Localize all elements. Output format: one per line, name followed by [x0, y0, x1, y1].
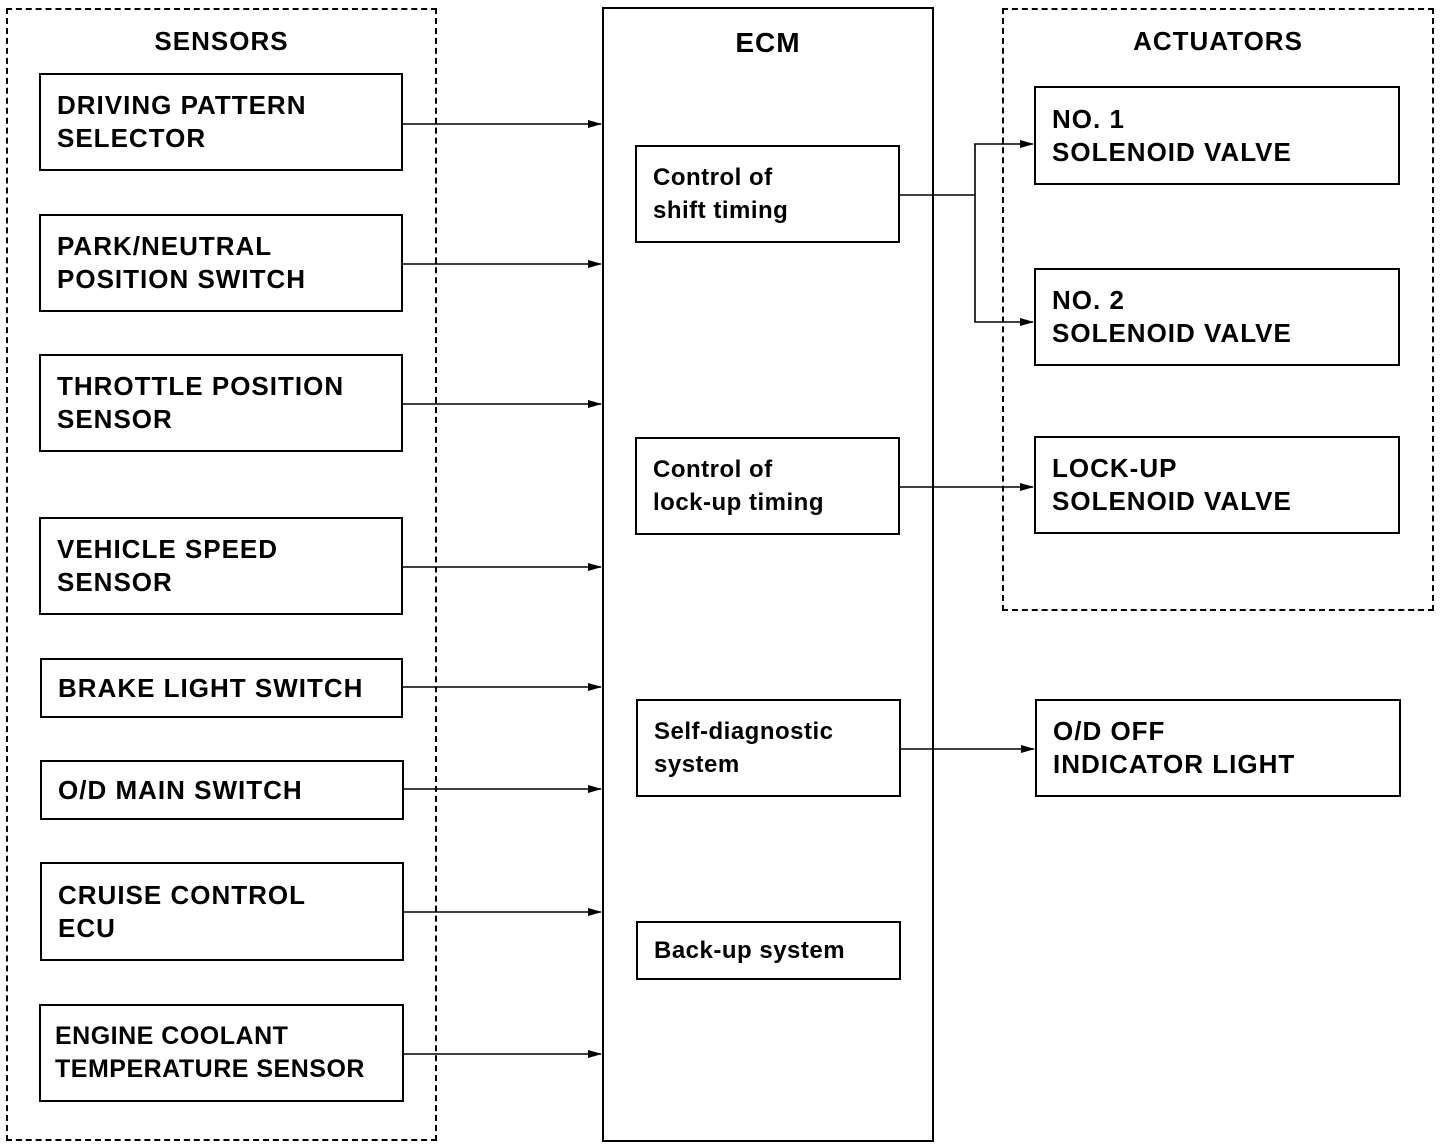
- ecm-backup-system: Back-up system: [636, 921, 901, 980]
- actuator-lockup-solenoid-valve: LOCK-UP SOLENOID VALVE: [1034, 436, 1400, 534]
- sensor-label: DRIVING PATTERN SELECTOR: [57, 90, 307, 153]
- actuator-label: NO. 1 SOLENOID VALVE: [1052, 103, 1292, 167]
- sensors-title: SENSORS: [154, 26, 289, 56]
- sensor-label: VEHICLE SPEED SENSOR: [57, 534, 279, 597]
- sensor-throttle-position: THROTTLE POSITION SENSOR: [39, 354, 403, 452]
- actuator-label: NO. 2 SOLENOID VALVE: [1052, 285, 1292, 348]
- ecm-function-label: Control of lock-up timing: [653, 456, 824, 516]
- actuator-no1-solenoid-valve: NO. 1 SOLENOID VALVE: [1034, 86, 1400, 185]
- od-off-indicator-light: O/D OFF INDICATOR LIGHT: [1035, 699, 1401, 797]
- ecm-title: ECM: [735, 27, 801, 58]
- sensor-vehicle-speed: VEHICLE SPEED SENSOR: [39, 517, 403, 615]
- sensor-cruise-control-ecu: CRUISE CONTROL ECU: [40, 862, 404, 961]
- actuator-label: LOCK-UP SOLENOID VALVE: [1052, 453, 1292, 516]
- sensor-label: CRUISE CONTROL ECU: [58, 879, 306, 943]
- sensor-driving-pattern-selector: DRIVING PATTERN SELECTOR: [39, 73, 403, 171]
- ecm-function-label: Self-diagnostic system: [654, 718, 834, 778]
- sensor-label: O/D MAIN SWITCH: [58, 774, 303, 805]
- ecm-function-label: Control of shift timing: [653, 164, 789, 224]
- ecm-self-diagnostic-system: Self-diagnostic system: [636, 699, 901, 797]
- ecm-group: ECM: [602, 7, 934, 1142]
- ecm-function-label: Back-up system: [654, 937, 846, 964]
- actuators-title: ACTUATORS: [1133, 26, 1303, 56]
- actuators-group: ACTUATORS: [1002, 8, 1434, 611]
- sensor-label: ENGINE COOLANT TEMPERATURE SENSOR: [55, 1022, 365, 1083]
- indicator-label: O/D OFF INDICATOR LIGHT: [1053, 716, 1296, 779]
- sensor-brake-light-switch: BRAKE LIGHT SWITCH: [40, 658, 403, 718]
- sensor-label: PARK/NEUTRAL POSITION SWITCH: [57, 231, 306, 294]
- sensors-group: SENSORS: [6, 8, 437, 1141]
- ecm-lockup-timing-control: Control of lock-up timing: [635, 437, 900, 535]
- actuator-no2-solenoid-valve: NO. 2 SOLENOID VALVE: [1034, 268, 1400, 366]
- sensor-od-main-switch: O/D MAIN SWITCH: [40, 760, 404, 820]
- sensor-label: THROTTLE POSITION SENSOR: [57, 371, 345, 434]
- sensor-park-neutral-switch: PARK/NEUTRAL POSITION SWITCH: [39, 214, 403, 312]
- sensor-engine-coolant-temp: ENGINE COOLANT TEMPERATURE SENSOR: [39, 1004, 404, 1102]
- ecm-shift-timing-control: Control of shift timing: [635, 145, 900, 243]
- sensor-label: BRAKE LIGHT SWITCH: [58, 672, 364, 703]
